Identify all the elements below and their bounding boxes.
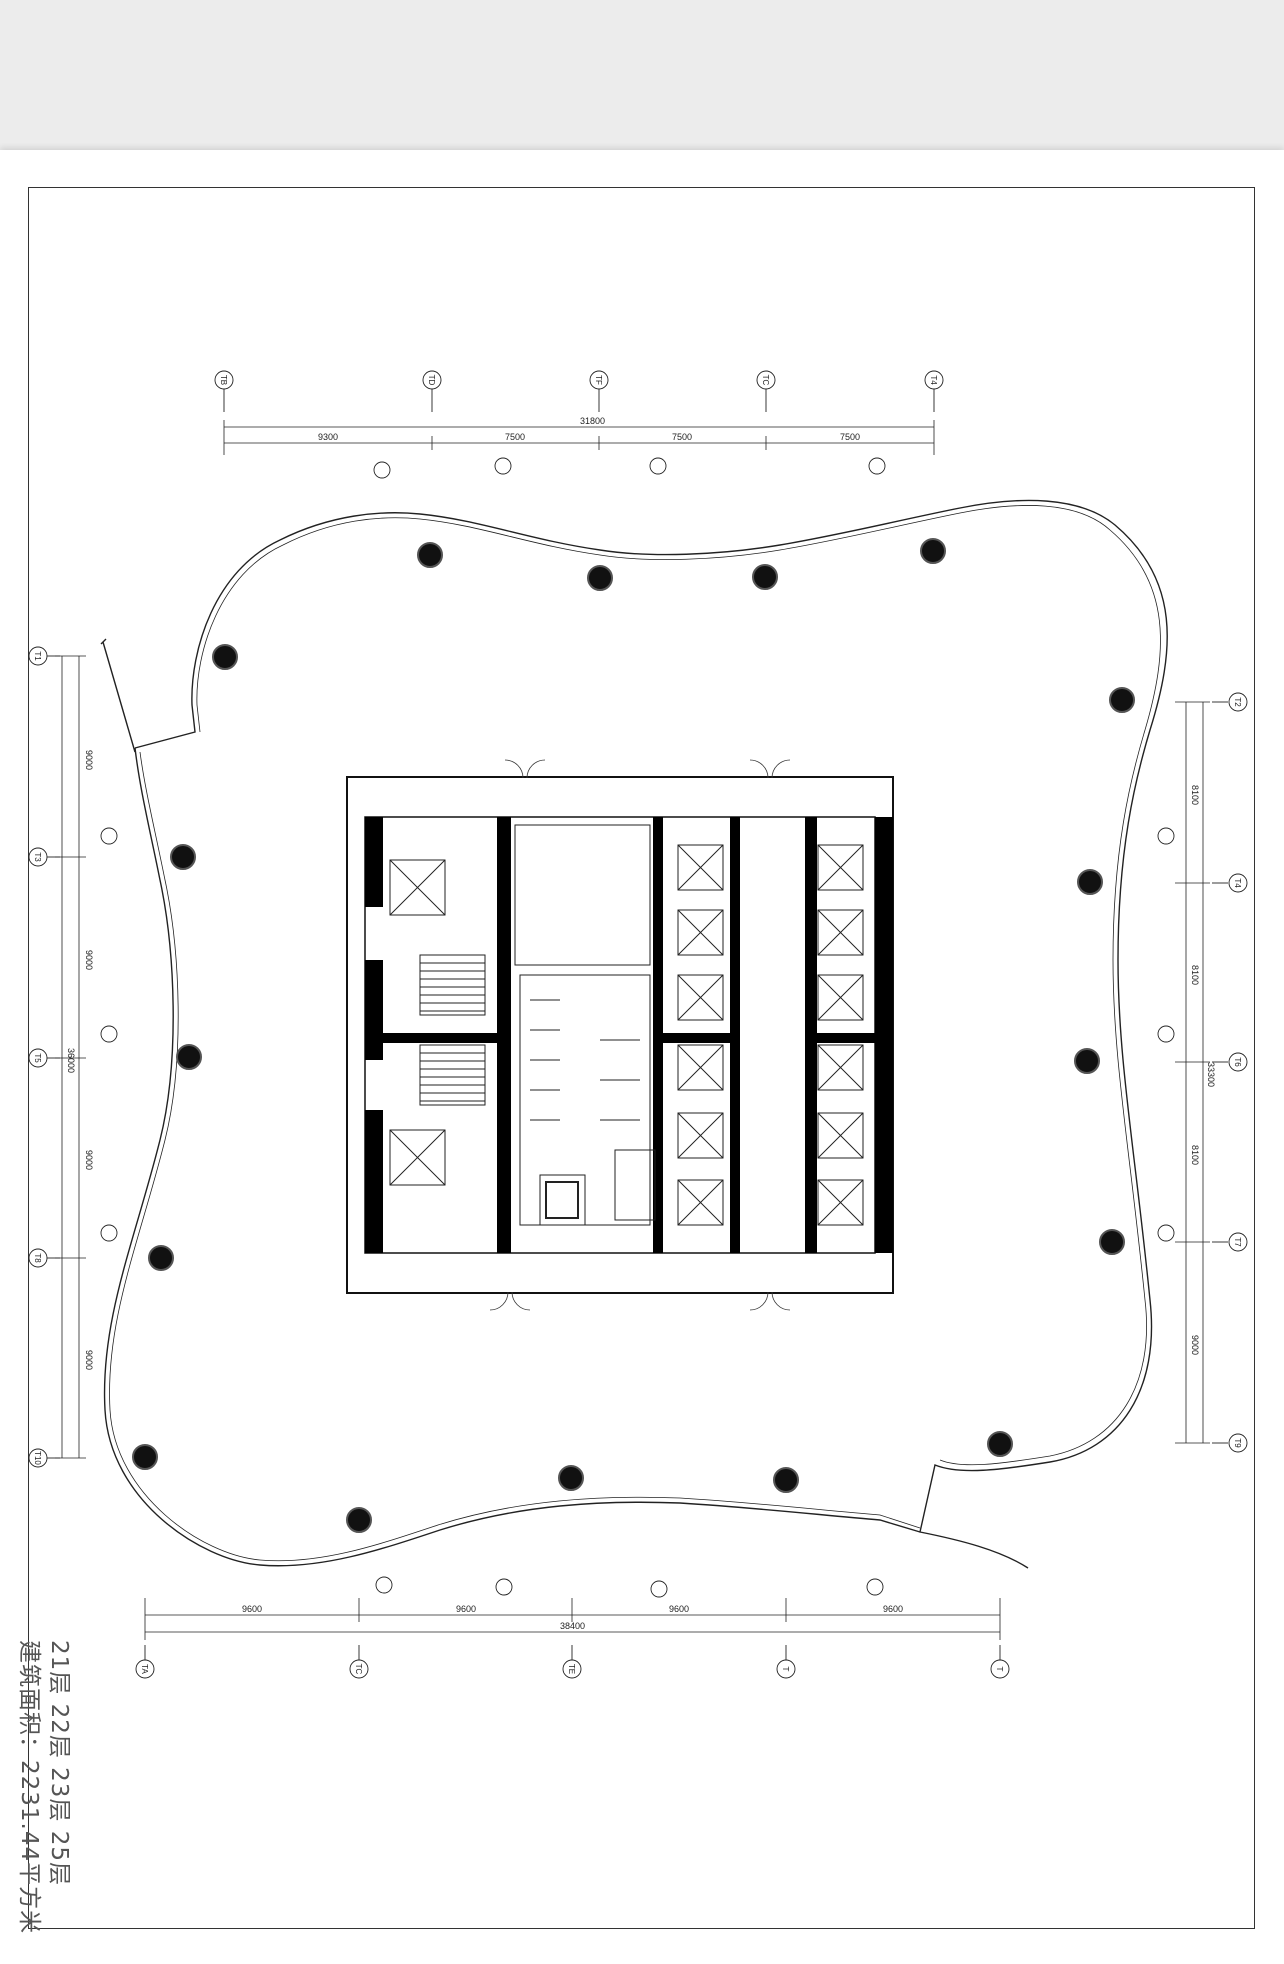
dimension-top: 31800 9300 7500 7500 7500 xyxy=(223,416,935,455)
drawing-border xyxy=(28,187,1255,1929)
elevator-cars xyxy=(677,844,864,1226)
svg-text:TC: TC xyxy=(761,375,770,386)
svg-text:TD: TD xyxy=(427,375,436,386)
svg-text:8100: 8100 xyxy=(1190,785,1200,805)
svg-text:TA: TA xyxy=(140,1664,149,1674)
viewer-top-bar xyxy=(0,0,1284,148)
svg-text:9000: 9000 xyxy=(84,750,94,770)
axis-markers-left: T1 T3 T5 T8 T10 xyxy=(28,646,118,1468)
floors-label: 21层 22层 23层 25层 xyxy=(46,1640,72,1886)
svg-text:9600: 9600 xyxy=(669,1604,689,1614)
svg-text:T5: T5 xyxy=(33,1053,42,1063)
building-outline xyxy=(100,499,1168,1569)
svg-text:9600: 9600 xyxy=(242,1604,262,1614)
svg-text:TF: TF xyxy=(594,375,603,385)
svg-text:T9: T9 xyxy=(1233,1438,1242,1448)
svg-text:36000: 36000 xyxy=(66,1048,76,1073)
svg-text:T: T xyxy=(995,1667,1004,1672)
svg-text:9000: 9000 xyxy=(84,1150,94,1170)
svg-text:9300: 9300 xyxy=(318,432,338,442)
svg-text:33300: 33300 xyxy=(1206,1062,1216,1087)
floor-caption: 21层 22层 23层 25层 建筑面积：2231.44平方米 xyxy=(14,1640,74,1934)
building-core xyxy=(346,759,894,1311)
svg-text:7500: 7500 xyxy=(505,432,525,442)
svg-text:T2: T2 xyxy=(1233,697,1242,707)
svg-text:7500: 7500 xyxy=(840,432,860,442)
svg-text:8100: 8100 xyxy=(1190,965,1200,985)
svg-text:T3: T3 xyxy=(33,852,42,862)
svg-text:T1: T1 xyxy=(33,651,42,661)
svg-text:38400: 38400 xyxy=(560,1621,585,1631)
svg-text:T4: T4 xyxy=(1233,878,1242,888)
svg-text:TC: TC xyxy=(354,1664,363,1675)
svg-text:9000: 9000 xyxy=(84,1350,94,1370)
svg-text:T6: T6 xyxy=(1233,1057,1242,1067)
svg-text:9600: 9600 xyxy=(883,1604,903,1614)
axis-markers-right: T2 T4 T6 T7 T9 xyxy=(1157,692,1248,1453)
svg-text:TB: TB xyxy=(219,375,228,385)
dimension-right: 8100 8100 8100 9000 33300 xyxy=(1175,701,1216,1444)
columns xyxy=(132,538,1135,1533)
axis-markers-top: TB TD TF TC T4 xyxy=(214,370,944,479)
axis-markers-bottom: TA TC TE T T xyxy=(135,1576,1010,1679)
svg-text:T: T xyxy=(781,1667,790,1672)
svg-text:T7: T7 xyxy=(1233,1237,1242,1247)
svg-text:8100: 8100 xyxy=(1190,1145,1200,1165)
svg-text:T10: T10 xyxy=(33,1451,42,1465)
svg-text:9000: 9000 xyxy=(1190,1335,1200,1355)
svg-text:T8: T8 xyxy=(33,1253,42,1263)
svg-text:T4: T4 xyxy=(929,375,938,385)
svg-text:9600: 9600 xyxy=(456,1604,476,1614)
area-label: 建筑面积：2231.44平方米 xyxy=(16,1640,42,1935)
svg-text:TE: TE xyxy=(567,1664,576,1674)
dimension-left: 9000 9000 9000 9000 36000 xyxy=(55,655,94,1459)
svg-text:9000: 9000 xyxy=(84,950,94,970)
dimension-bottom: 9600 9600 9600 9600 38400 xyxy=(144,1598,1001,1640)
svg-text:31800: 31800 xyxy=(580,416,605,426)
svg-text:7500: 7500 xyxy=(672,432,692,442)
